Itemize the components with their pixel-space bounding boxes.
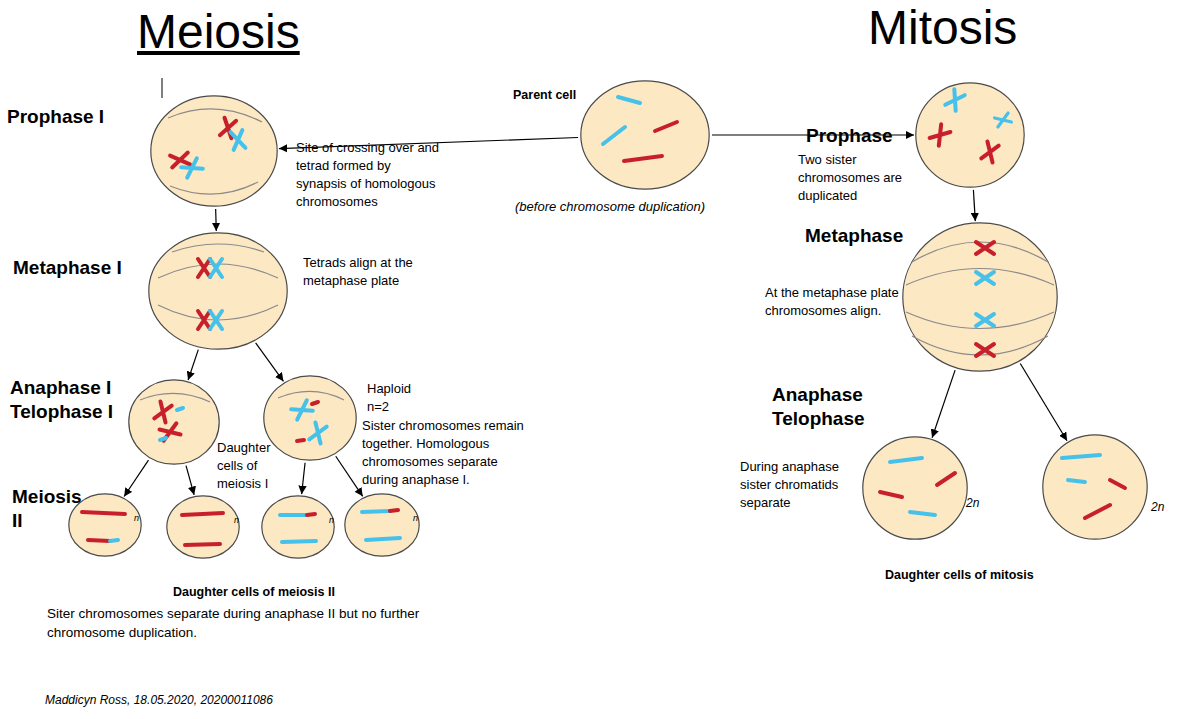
cell-heading: n <box>134 512 146 524</box>
free-label: During anaphase sister chromatids separa… <box>740 458 858 512</box>
cell-membrane <box>149 233 287 349</box>
cursor-tick-stroke <box>162 78 163 98</box>
cell-note: (before chromosome duplication) <box>515 198 755 216</box>
cell-outline <box>862 436 968 540</box>
cell-membrane <box>167 496 239 558</box>
flow-arrow <box>186 466 194 495</box>
flow-arrow <box>302 463 305 494</box>
free-label: Meiosis <box>137 6 367 59</box>
cell-heading: Parent cell <box>513 87 603 104</box>
cell-outline <box>148 232 288 350</box>
cell-node: Anaphase I Telophase I <box>128 379 220 465</box>
author-caption: Maddicyn Ross, 18.05.2020, 20200011086 <box>45 692 445 709</box>
cell-outline <box>580 80 710 190</box>
flow-arrow <box>336 456 363 496</box>
cell-node: MetaphaseAt the metaphase plate chromoso… <box>902 222 1058 372</box>
flow-arrow <box>1020 364 1067 441</box>
free-label: Meiosis II <box>12 485 90 533</box>
free-label: Siter chromosomes separate during anapha… <box>47 605 487 642</box>
cell-membrane <box>151 96 277 206</box>
cell-node: ProphaseTwo sister chromosomes are dupli… <box>915 82 1025 188</box>
cell-membrane <box>903 223 1057 371</box>
cell-heading: n <box>329 514 341 526</box>
cell-node: 2n <box>1042 434 1148 540</box>
cell-membrane <box>262 496 334 558</box>
cell-membrane <box>581 81 709 189</box>
free-label: Daughter cells of meiosis II <box>173 584 433 601</box>
cell-heading: Anaphase I Telophase I <box>10 376 140 424</box>
cell-heading: Metaphase <box>805 224 935 248</box>
cell-membrane <box>345 494 419 556</box>
cell-note: At the metaphase plate chromosomes align… <box>765 284 900 320</box>
cell-heading: Haploid n=2 <box>367 380 422 416</box>
cursor-tick <box>162 78 163 98</box>
cell-heading: n <box>413 512 425 524</box>
free-label: Daughter cells of mitosis <box>885 567 1105 584</box>
cell-outline <box>150 95 278 207</box>
flow-arrow <box>188 350 198 380</box>
cell-node: n <box>166 495 240 559</box>
cell-node: Metaphase ITetrads align at the metaphas… <box>148 232 288 350</box>
flow-arrow <box>215 209 217 231</box>
flow-arrow <box>932 370 955 438</box>
cell-membrane <box>264 376 356 460</box>
cell-heading: 2n <box>966 495 986 512</box>
cell-note: Tetrads align at the metaphase plate <box>303 254 443 290</box>
cell-heading: Prophase <box>806 124 916 148</box>
cell-outline <box>915 82 1025 188</box>
cell-outline <box>263 375 357 461</box>
cell-membrane <box>863 437 967 539</box>
free-label: Anaphase Telophase <box>772 383 902 431</box>
cell-outline <box>261 495 335 559</box>
cell-heading: Metaphase I <box>13 256 143 280</box>
cell-heading: 2n <box>1151 499 1171 516</box>
cell-node: n <box>344 493 420 557</box>
cell-outline <box>902 222 1058 372</box>
cell-node: n <box>261 495 335 559</box>
flow-arrow <box>973 190 975 221</box>
flow-arrow <box>124 460 148 496</box>
free-label: Daughter cells of meiosis I <box>217 439 287 493</box>
cell-membrane <box>916 83 1024 187</box>
cell-outline <box>1042 434 1148 540</box>
cell-outline <box>344 493 420 557</box>
cell-node: Parent cell(before chromosome duplicatio… <box>580 80 710 190</box>
cell-node: 2n <box>862 436 968 540</box>
free-label: Mitosis <box>868 2 1098 55</box>
cell-heading: n <box>234 514 246 526</box>
cell-note: Sister chromosomes remain together. Homo… <box>362 417 537 489</box>
cell-membrane <box>1043 435 1147 539</box>
cell-outline <box>128 379 220 465</box>
cell-node: Haploid n=2Sister chromosomes remain tog… <box>263 375 357 461</box>
flow-arrow <box>256 343 284 381</box>
cell-heading: Prophase I <box>7 105 137 129</box>
cell-membrane <box>129 380 219 464</box>
cell-note: Site of crossing over and tetrad formed … <box>296 139 444 211</box>
cell-note: Two sister chromosomes are duplicated <box>798 151 903 205</box>
cell-outline <box>166 495 240 559</box>
cell-node: Prophase ISite of crossing over and tetr… <box>150 95 278 207</box>
